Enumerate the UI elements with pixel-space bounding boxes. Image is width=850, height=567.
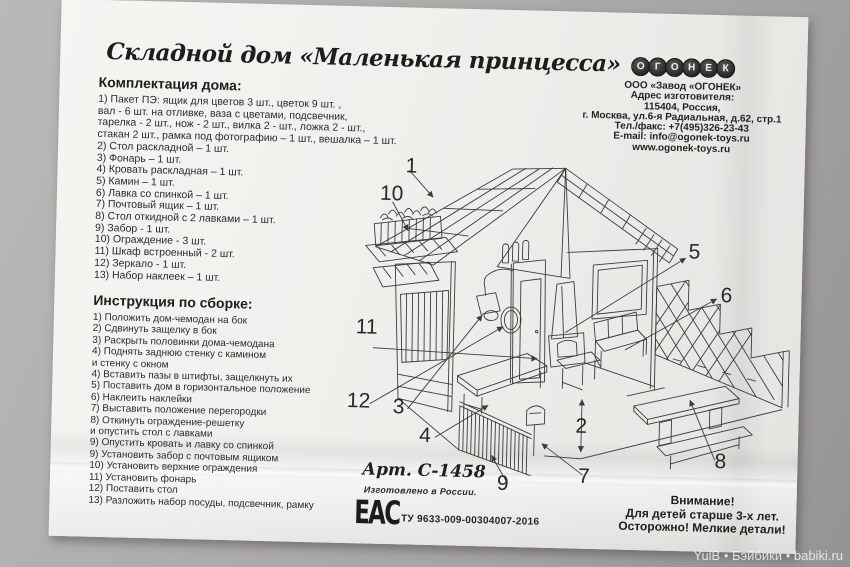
diagram-label-6: 6: [720, 284, 733, 308]
diagram-label-4: 4: [418, 423, 432, 448]
diagram-label-2: 2: [575, 414, 588, 438]
diagram-label-1: 1: [405, 154, 418, 178]
photo-watermark: YulB • Бэйбики • babiki.ru: [693, 548, 843, 563]
article-number: Арт. С-1458: [362, 459, 486, 483]
diagram-label-10: 10: [379, 181, 404, 206]
diagram-label-7: 7: [577, 464, 591, 488]
house-line-art: [365, 167, 790, 482]
diagram-label-9: 9: [496, 471, 509, 496]
diagram-label-12: 12: [346, 389, 371, 413]
diagram-label-5: 5: [688, 240, 701, 264]
warning-block: Внимание! Для детей старше 3-х лет. Осто…: [607, 492, 798, 537]
house-diagram: 1 10 5 6 11 12 3 4 9 7 2 8: [339, 151, 808, 535]
tu-standard-number: ТУ 9633-009-00304007-2016: [400, 513, 540, 528]
warning-line: Осторожно! Мелкие детали!: [618, 518, 786, 537]
diagram-label-8: 8: [714, 450, 727, 474]
logo-letter-icon: К: [715, 58, 736, 79]
eac-mark-icon: ЕАС: [353, 494, 400, 533]
diagram-label-11: 11: [355, 315, 378, 339]
instruction-sheet: Складной дом «Маленькая принцесса» О Г О…: [48, 0, 809, 555]
ogonek-logo: О Г О Н Е К: [560, 55, 806, 80]
diagram-label-3: 3: [392, 395, 405, 419]
page-title: Складной дом «Маленькая принцесса»: [106, 38, 621, 78]
manufacturer-block: О Г О Н Е К ООО «Завод «ОГОНЕК» Адрес из…: [558, 55, 806, 157]
